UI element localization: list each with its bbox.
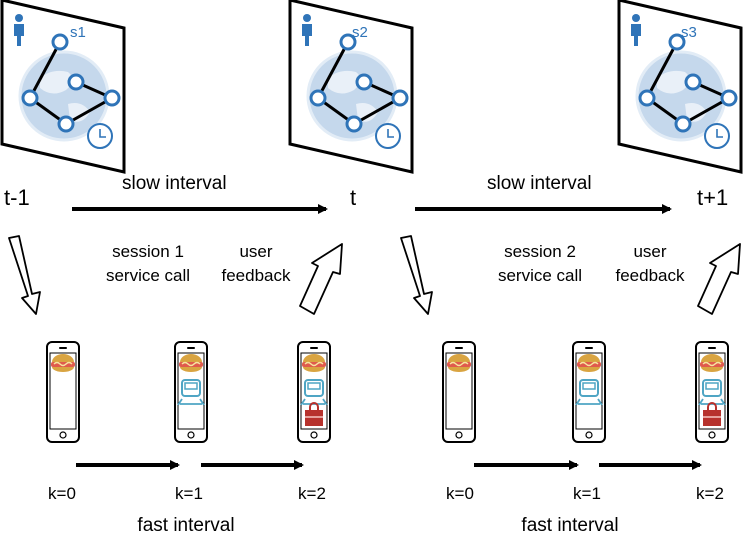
fast-interval-label-1: fast interval xyxy=(137,515,234,536)
service-call-arrow-1 xyxy=(8,235,41,315)
service-call-line2-1: service call xyxy=(106,266,190,285)
feedback-arrow-2 xyxy=(697,243,741,315)
slow-interval-label-1: slow interval xyxy=(122,173,227,194)
step-label-s2-k1: k=1 xyxy=(573,484,601,503)
phone-s2-k0 xyxy=(442,341,476,443)
time-label-t: t xyxy=(350,185,356,210)
feedback-line2-1: feedback xyxy=(222,266,291,285)
feedback-arrow-1 xyxy=(299,243,343,315)
step-label-s1-k1: k=1 xyxy=(175,484,203,503)
phone-s2-k1 xyxy=(572,341,606,443)
service-call-arrow-2 xyxy=(400,235,433,315)
step-label-s2-k2: k=2 xyxy=(696,484,724,503)
step-label-s2-k0: k=0 xyxy=(446,484,474,503)
state-label-1: s1 xyxy=(70,24,86,41)
state-screen-3: s3 xyxy=(617,0,743,174)
service-call-line2-2: service call xyxy=(498,266,582,285)
state-screen-2: s2 xyxy=(288,0,414,174)
phone-s1-k2 xyxy=(297,341,331,443)
fast-interval-label-2: fast interval xyxy=(521,515,618,536)
phone-s1-k1 xyxy=(174,341,208,443)
step-label-s1-k0: k=0 xyxy=(48,484,76,503)
feedback-line2-2: feedback xyxy=(616,266,685,285)
state-label-2: s2 xyxy=(352,24,368,41)
feedback-line1-1: user xyxy=(239,242,272,261)
state-screen-1: s1 xyxy=(0,0,126,174)
service-call-line1-2: session 2 xyxy=(504,242,576,261)
feedback-line1-2: user xyxy=(633,242,666,261)
state-label-3: s3 xyxy=(681,24,697,41)
service-call-line1-1: session 1 xyxy=(112,242,184,261)
slow-interval-label-2: slow interval xyxy=(487,173,592,194)
phone-s1-k0 xyxy=(46,341,80,443)
phone-s2-k2 xyxy=(695,341,729,443)
step-label-s1-k2: k=2 xyxy=(298,484,326,503)
time-label-t-prev: t-1 xyxy=(4,185,30,210)
time-label-t-next: t+1 xyxy=(697,185,728,210)
